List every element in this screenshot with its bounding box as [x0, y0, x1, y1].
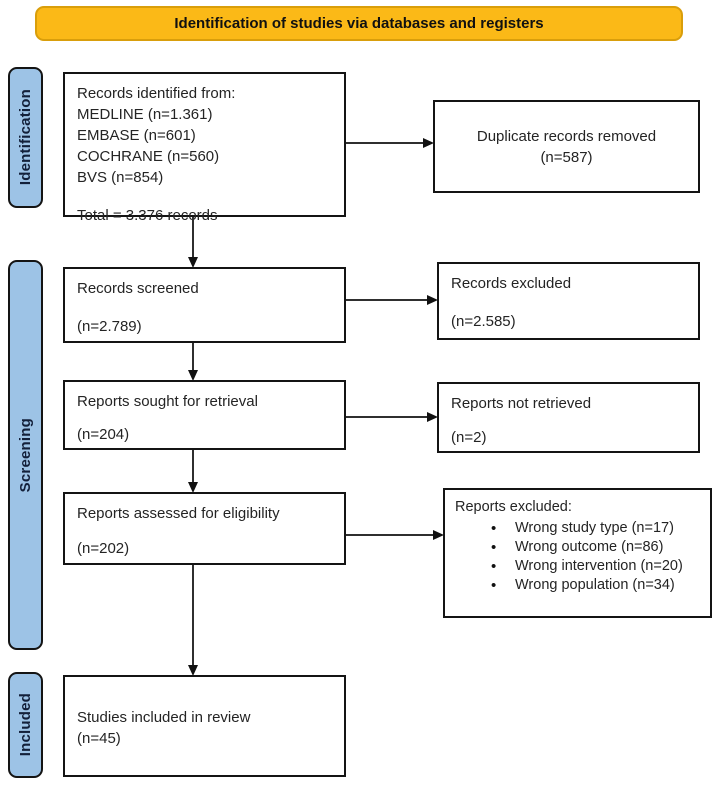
stage-label-included: Included [8, 672, 43, 778]
duplicates-removed-count: (n=587) [540, 148, 593, 166]
records-screened-label: Records screened [77, 280, 199, 297]
spacer [77, 188, 332, 205]
box-duplicate-records-removed: Duplicate records removed (n=587) [433, 100, 700, 193]
spacer [451, 414, 686, 427]
box-reports-excluded: Reports excluded: Wrong study type (n=17… [443, 488, 712, 618]
arrow-assessed-to-included [188, 565, 198, 676]
box-reports-assessed: Reports assessed for eligibility (n=202) [63, 492, 346, 565]
reports-excluded-reason: Wrong study type (n=17) [455, 519, 700, 538]
reports-assessed-count: (n=202) [77, 540, 130, 557]
studies-included-label: Studies included in review [77, 709, 251, 726]
duplicates-removed-label: Duplicate records removed [476, 127, 657, 145]
diagram-title: Identification of studies via databases … [174, 15, 544, 32]
arrow-screened-to-sought [188, 343, 198, 381]
reports-excluded-reason: Wrong population (n=34) [455, 576, 700, 595]
arrow-assessed-to-reports-excluded [346, 530, 444, 540]
arrow-identified-to-screened [188, 217, 198, 268]
spacer [451, 294, 686, 311]
records-screened-count: (n=2.789) [77, 318, 142, 335]
spacer [77, 412, 332, 424]
records-identified-line: EMBASE (n=601) [77, 127, 196, 144]
spacer [77, 524, 332, 538]
diagram-title-banner: Identification of studies via databases … [35, 6, 683, 41]
stage-label-text: Identification [17, 89, 34, 186]
reports-excluded-reason: Wrong intervention (n=20) [455, 557, 700, 576]
spacer [77, 299, 332, 316]
box-records-identified: Records identified from: MEDLINE (n=1.36… [63, 72, 346, 224]
arrow-screened-to-excluded [346, 295, 438, 305]
box-records-screened: Records screened (n=2.789) [63, 267, 346, 343]
stage-label-screening: Screening [8, 260, 43, 650]
reports-excluded-reason: Wrong outcome (n=86) [455, 538, 700, 557]
records-identified-line: Records identified from: [77, 85, 236, 102]
records-identified-line: BVS (n=854) [77, 169, 164, 186]
records-identified-total: Total = 3.376 records [77, 207, 218, 224]
reports-excluded-label: Reports excluded: [455, 499, 572, 515]
box-reports-not-retrieved: Reports not retrieved (n=2) [437, 382, 700, 453]
records-identified-line: MEDLINE (n=1.361) [77, 106, 213, 123]
reports-sought-count: (n=204) [77, 426, 130, 443]
reports-excluded-reason-list: Wrong study type (n=17) Wrong outcome (n… [455, 519, 700, 595]
box-records-excluded: Records excluded (n=2.585) [437, 262, 700, 340]
box-reports-sought: Reports sought for retrieval (n=204) [63, 380, 346, 450]
reports-not-retrieved-label: Reports not retrieved [451, 395, 592, 412]
records-identified-line: COCHRANE (n=560) [77, 148, 220, 165]
box-studies-included: Studies included in review (n=45) [63, 675, 346, 777]
records-excluded-label: Records excluded [451, 275, 572, 292]
reports-sought-label: Reports sought for retrieval [77, 393, 258, 410]
stage-label-identification: Identification [8, 67, 43, 208]
arrow-identified-to-duplicates [346, 138, 434, 148]
arrow-sought-to-assessed [188, 450, 198, 493]
reports-assessed-label: Reports assessed for eligibility [77, 505, 280, 522]
stage-label-text: Screening [17, 417, 34, 493]
stage-label-text: Included [17, 693, 34, 757]
studies-included-count: (n=45) [77, 730, 121, 747]
arrow-sought-to-not-retrieved [346, 412, 438, 422]
reports-not-retrieved-count: (n=2) [451, 429, 487, 446]
records-excluded-count: (n=2.585) [451, 313, 516, 330]
